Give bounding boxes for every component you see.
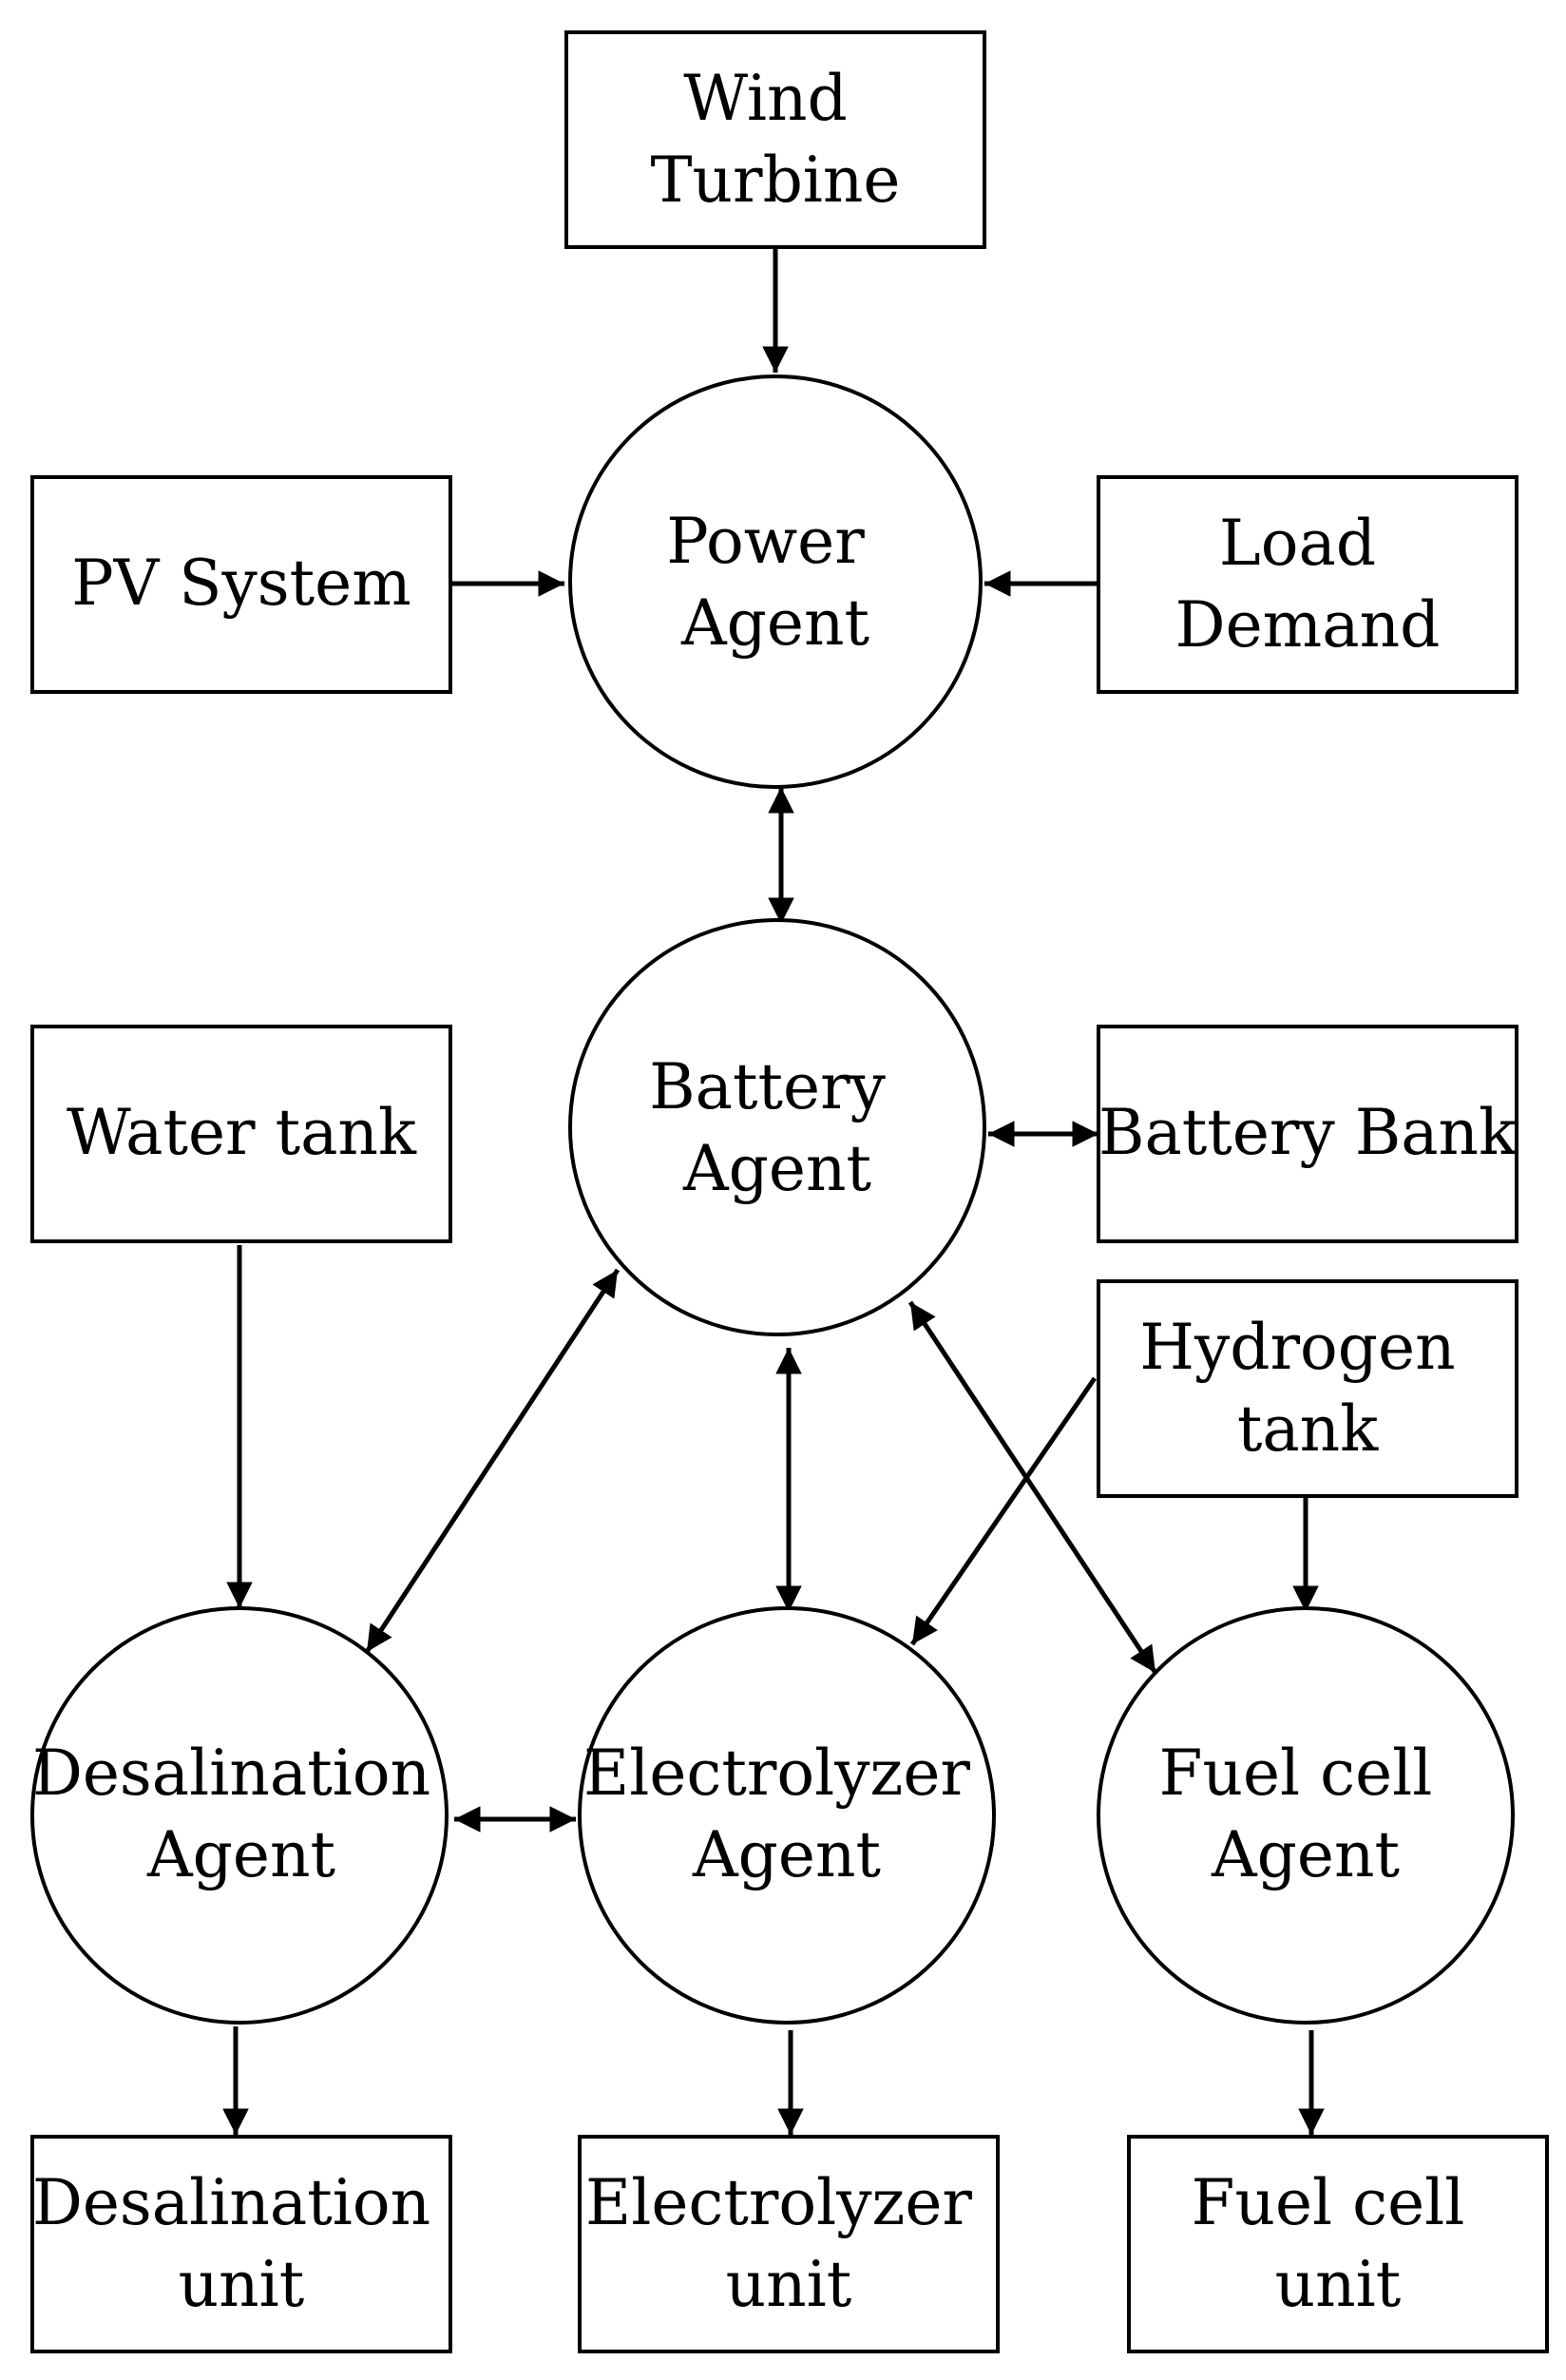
fuel-cell-unit-label-line-1: Fuel cell [1192, 2166, 1465, 2239]
edge-hydrogen-tank-to-electrolyzer-agent [909, 1376, 1098, 1646]
svg-text:Electrolyzer unit: Electrolyzer unit [585, 2166, 992, 2321]
fuel-cell-agent-label-line-2: Agent [1211, 1818, 1400, 1891]
desalination-unit-label-line-1: Desalination [32, 2166, 430, 2239]
load-demand-label-line-2: Demand [1175, 588, 1441, 662]
connectors [222, 249, 1325, 2135]
battery-agent-label-line-1: Battery [649, 1050, 887, 1123]
desalination-unit-box: Desalination unit [30, 2135, 452, 2353]
svg-text:Water tank: Water tank [67, 1096, 417, 1169]
electrolyzer-unit-label-line-2: unit [726, 2248, 852, 2321]
electrolyzer-agent-circle: Electrolyzer Agent [578, 1606, 996, 2025]
water-tank-box: Water tank [30, 1025, 452, 1243]
fuel-cell-agent-circle: Fuel cell Agent [1097, 1606, 1515, 2025]
hydrogen-tank-box: Hydrogen tank [1097, 1279, 1518, 1498]
pv-system-label: PV System [71, 547, 411, 620]
load-demand-box: Load Demand [1097, 475, 1518, 694]
battery-agent-circle: Battery Agent [568, 918, 986, 1336]
hydrogen-tank-label-line-2: tank [1237, 1392, 1379, 1466]
water-tank-label: Water tank [67, 1096, 417, 1169]
desalination-unit-label-line-2: unit [179, 2248, 305, 2321]
svg-text:Fuel cell unit: Fuel cell unit [1192, 2166, 1485, 2321]
power-agent-label-line-1: Power [666, 505, 865, 578]
battery-agent-label-line-2: Agent [682, 1132, 871, 1205]
desalination-agent-circle: Desalination Agent [30, 1606, 450, 2025]
pv-system-box: PV System [30, 475, 452, 694]
svg-text:Hydrogen tank: Hydrogen tank [1139, 1311, 1475, 1466]
desalination-agent-label-line-2: Agent [146, 1818, 335, 1891]
fuel-cell-unit-label-line-2: unit [1275, 2248, 1402, 2321]
edge-battery-agent-fuel-cell-agent [907, 1300, 1158, 1675]
svg-text:Desalination unit: Desalination unit [32, 2166, 450, 2321]
electrolyzer-agent-label-line-1: Electrolyzer [583, 1737, 970, 1810]
svg-text:Battery Bank: Battery Bank [1098, 1096, 1518, 1169]
svg-text:Wind Turbine: Wind Turbine [650, 62, 900, 217]
wind-turbine-label-line-2: Turbine [650, 144, 900, 217]
fuel-cell-unit-box: Fuel cell unit [1127, 2135, 1549, 2353]
hydrogen-tank-label-line-1: Hydrogen [1139, 1311, 1455, 1384]
wind-turbine-label-line-1: Wind [683, 62, 848, 135]
wind-turbine-box: Wind Turbine [564, 30, 986, 249]
desalination-agent-label-line-1: Desalination [32, 1737, 430, 1810]
svg-text:PV System: PV System [71, 547, 411, 620]
svg-text:Desalination Agent: Desalination Agent [32, 1737, 450, 1891]
electrolyzer-unit-label-line-1: Electrolyzer [585, 2166, 972, 2239]
load-demand-label-line-1: Load [1219, 507, 1376, 580]
electrolyzer-unit-box: Electrolyzer unit [578, 2135, 1000, 2353]
svg-text:Battery Agent: Battery Agent [649, 1050, 906, 1205]
power-agent-circle: Power Agent [568, 374, 983, 789]
battery-bank-label: Battery Bank [1098, 1096, 1518, 1169]
electrolyzer-agent-label-line-2: Agent [692, 1818, 881, 1891]
svg-text:Electrolyzer Agent: Electrolyzer Agent [583, 1737, 990, 1891]
svg-text:Fuel cell Agent: Fuel cell Agent [1159, 1737, 1453, 1891]
power-agent-label-line-2: Agent [680, 586, 869, 660]
battery-bank-box: Battery Bank [1097, 1025, 1518, 1243]
edge-battery-agent-desalination-agent [364, 1268, 621, 1654]
svg-text:Load Demand: Load Demand [1175, 507, 1441, 662]
fuel-cell-agent-label-line-1: Fuel cell [1159, 1737, 1433, 1810]
svg-text:Power Agent: Power Agent [666, 505, 885, 660]
